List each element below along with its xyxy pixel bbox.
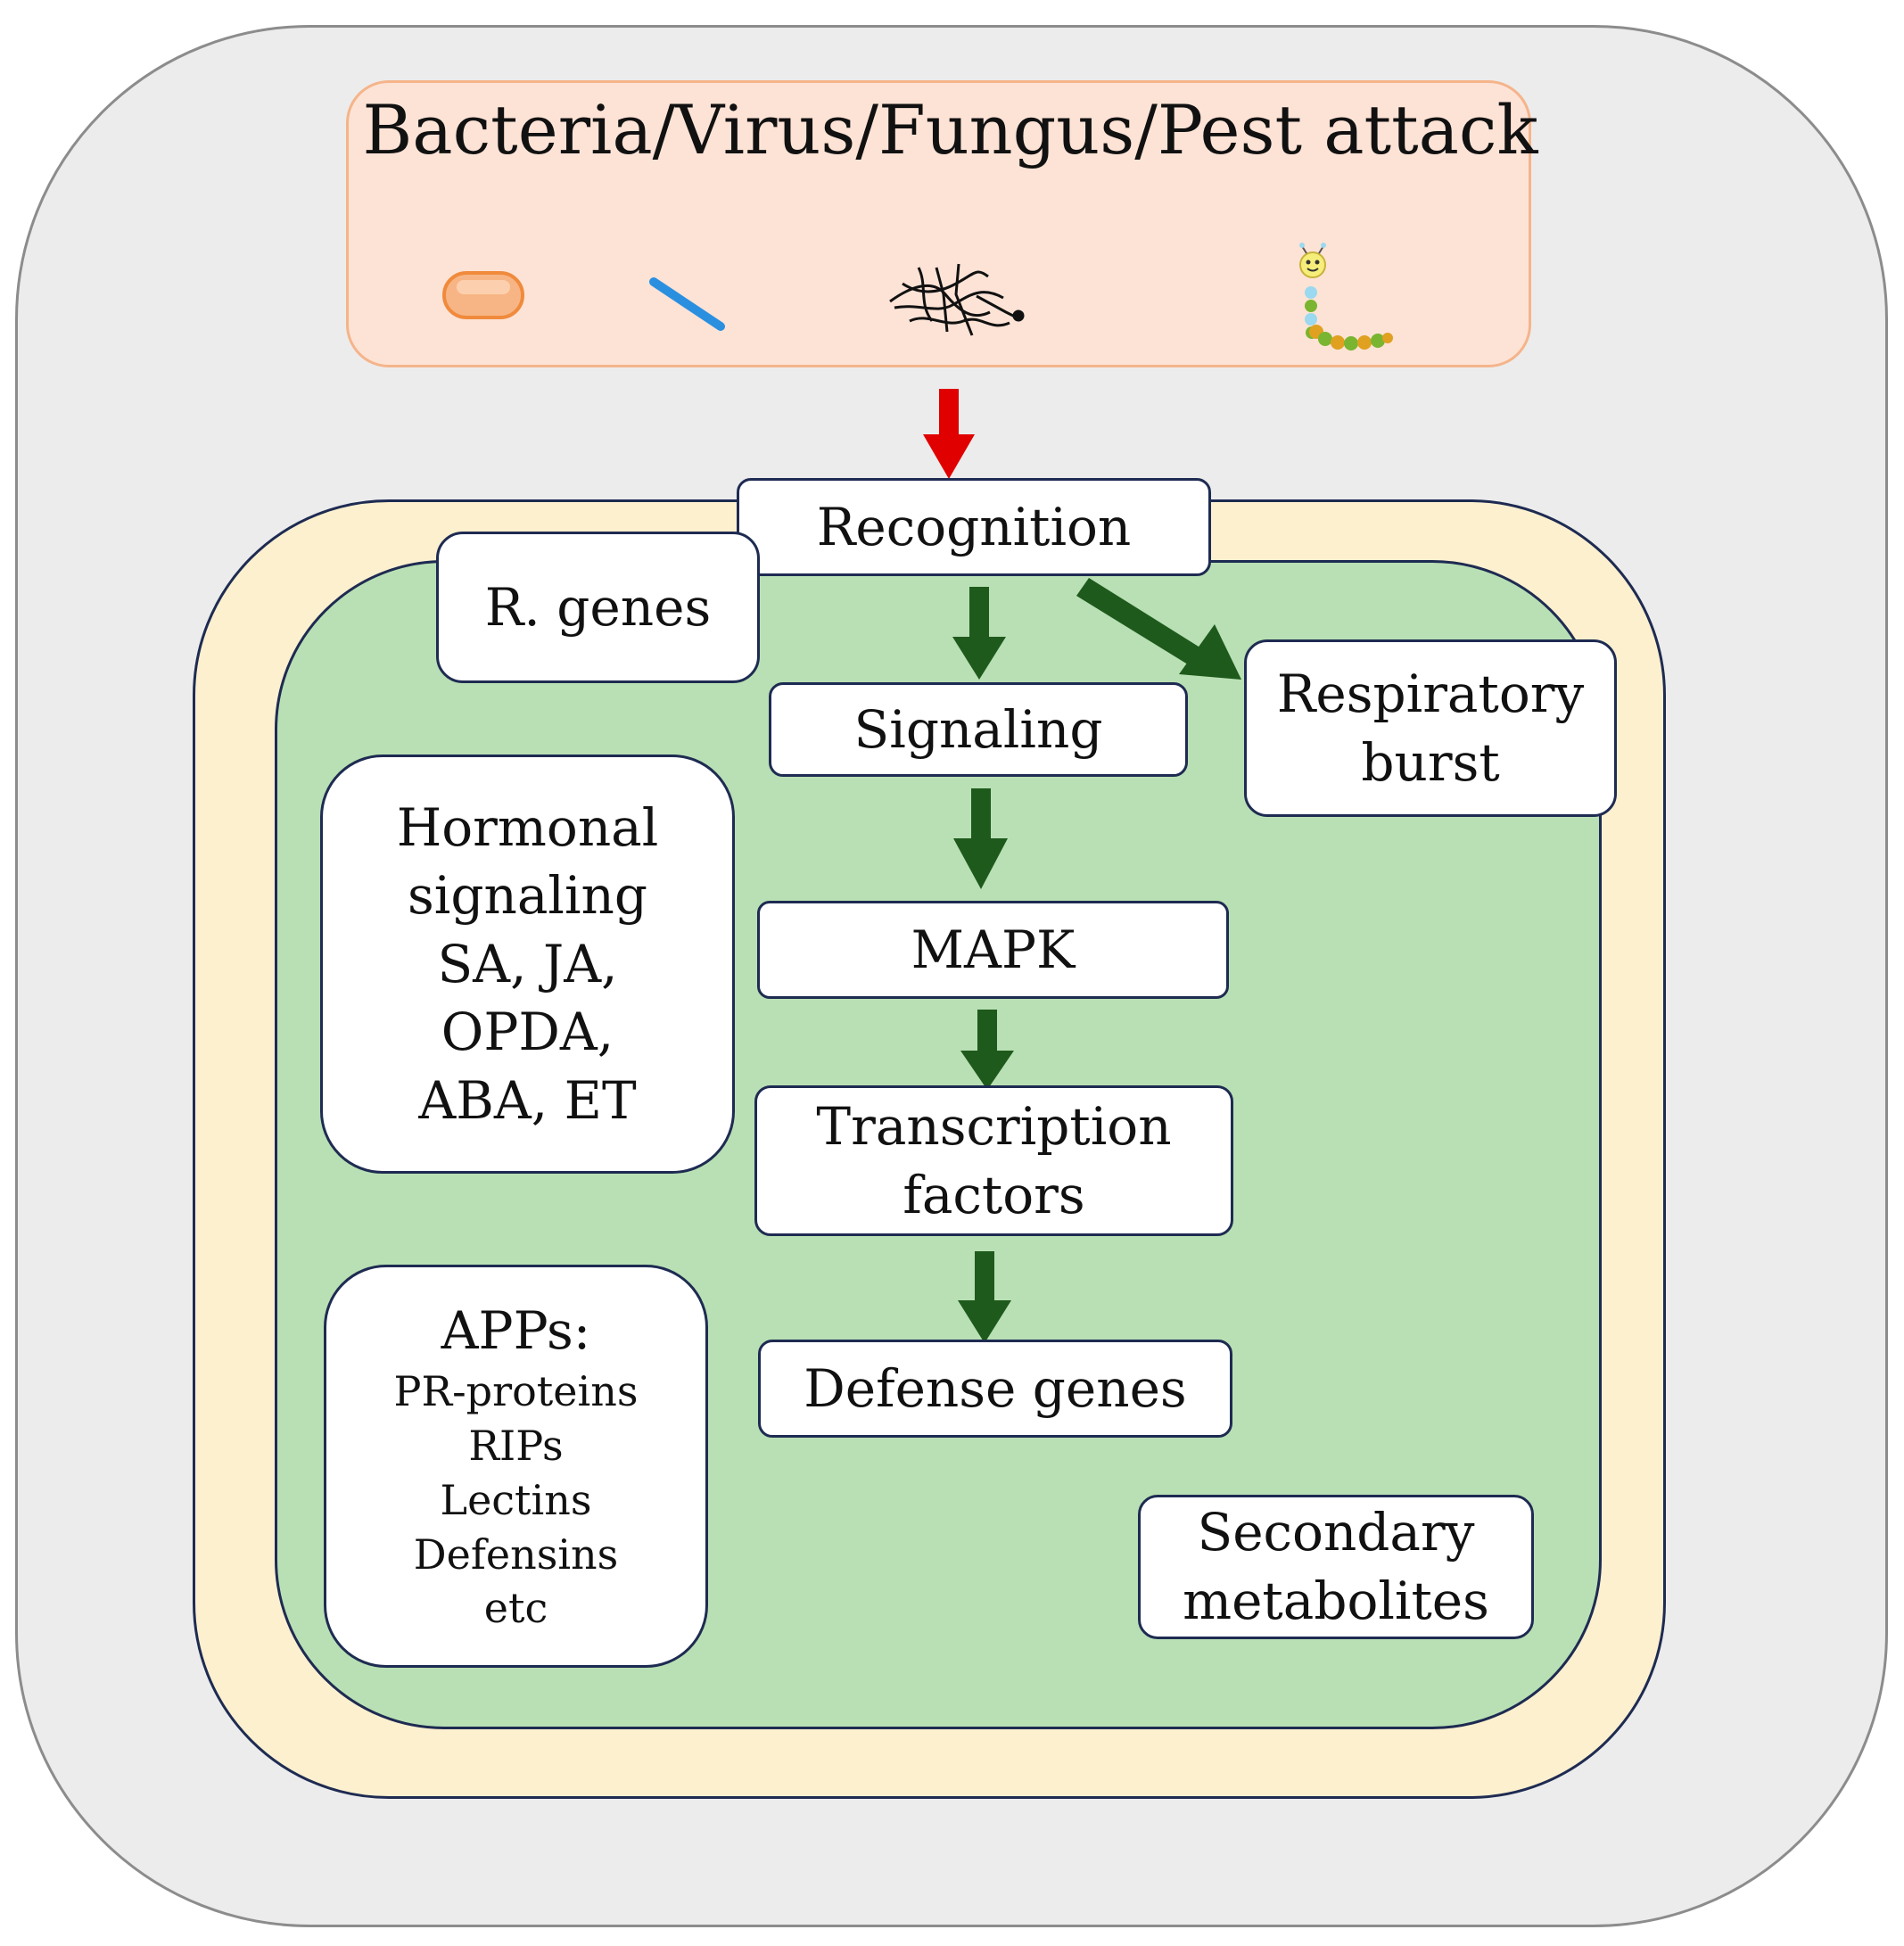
- fungus-icon: [889, 263, 1025, 336]
- r-genes-box: R. genes: [436, 532, 760, 683]
- secondary-label-1: Secondary: [1197, 1502, 1475, 1563]
- recognition-box: Recognition: [737, 478, 1211, 576]
- arrow-signaling-mapk: [953, 788, 1008, 889]
- apps-item-2: RIPs: [468, 1422, 564, 1471]
- recognition-label: Recognition: [816, 496, 1132, 557]
- mapk-box: MAPK: [757, 901, 1229, 999]
- caterpillar-icon: [1299, 243, 1393, 350]
- arrow-recognition-signaling: [952, 587, 1006, 680]
- mapk-label: MAPK: [911, 919, 1076, 980]
- hormonal-signaling-box: Hormonal signaling SA, JA, OPDA, ABA, ET: [320, 754, 735, 1174]
- hormonal-label-4: OPDA,: [441, 1002, 614, 1063]
- tf-label-2: factors: [903, 1164, 1085, 1225]
- tf-label-1: Transcription: [816, 1095, 1172, 1157]
- apps-box: APPs: PR-proteins RIPs Lectins Defensins…: [324, 1265, 708, 1668]
- r-genes-label: R. genes: [484, 576, 712, 638]
- attack-arrow: [923, 389, 975, 479]
- arrow-recognition-respiratory: [1076, 578, 1241, 680]
- virus-icon: [649, 277, 725, 331]
- arrow-mapk-tf: [960, 1010, 1014, 1090]
- flow-arrows: [952, 578, 1241, 1343]
- apps-item-5: etc: [483, 1584, 548, 1633]
- hormonal-label-3: SA, JA,: [437, 933, 618, 994]
- signaling-box: Signaling: [769, 682, 1188, 777]
- arrow-tf-defense: [958, 1251, 1011, 1343]
- bacterium-icon: [442, 271, 524, 319]
- defense-genes-box: Defense genes: [758, 1340, 1232, 1438]
- apps-item-3: Lectins: [440, 1475, 592, 1524]
- respiratory-burst-box: Respiratory burst: [1244, 639, 1617, 817]
- secondary-label-2: metabolites: [1183, 1571, 1489, 1631]
- defense-label: Defense genes: [804, 1357, 1187, 1419]
- apps-item-4: Defensins: [413, 1530, 619, 1579]
- hormonal-label-5: ABA, ET: [418, 1069, 637, 1131]
- attack-title: Bacteria/Virus/Fungus/Pest attack: [362, 90, 1538, 169]
- hormonal-label-1: Hormonal: [396, 796, 659, 858]
- respiratory-label-2: burst: [1361, 731, 1500, 793]
- respiratory-label-1: Respiratory: [1276, 663, 1585, 724]
- secondary-metabolites-box: Secondary metabolites: [1138, 1495, 1534, 1639]
- signaling-label: Signaling: [853, 698, 1103, 760]
- hormonal-label-2: signaling: [408, 865, 647, 927]
- apps-item-1: PR-proteins: [393, 1367, 639, 1416]
- apps-title: APPs:: [441, 1299, 591, 1361]
- transcription-factors-box: Transcription factors: [754, 1085, 1233, 1236]
